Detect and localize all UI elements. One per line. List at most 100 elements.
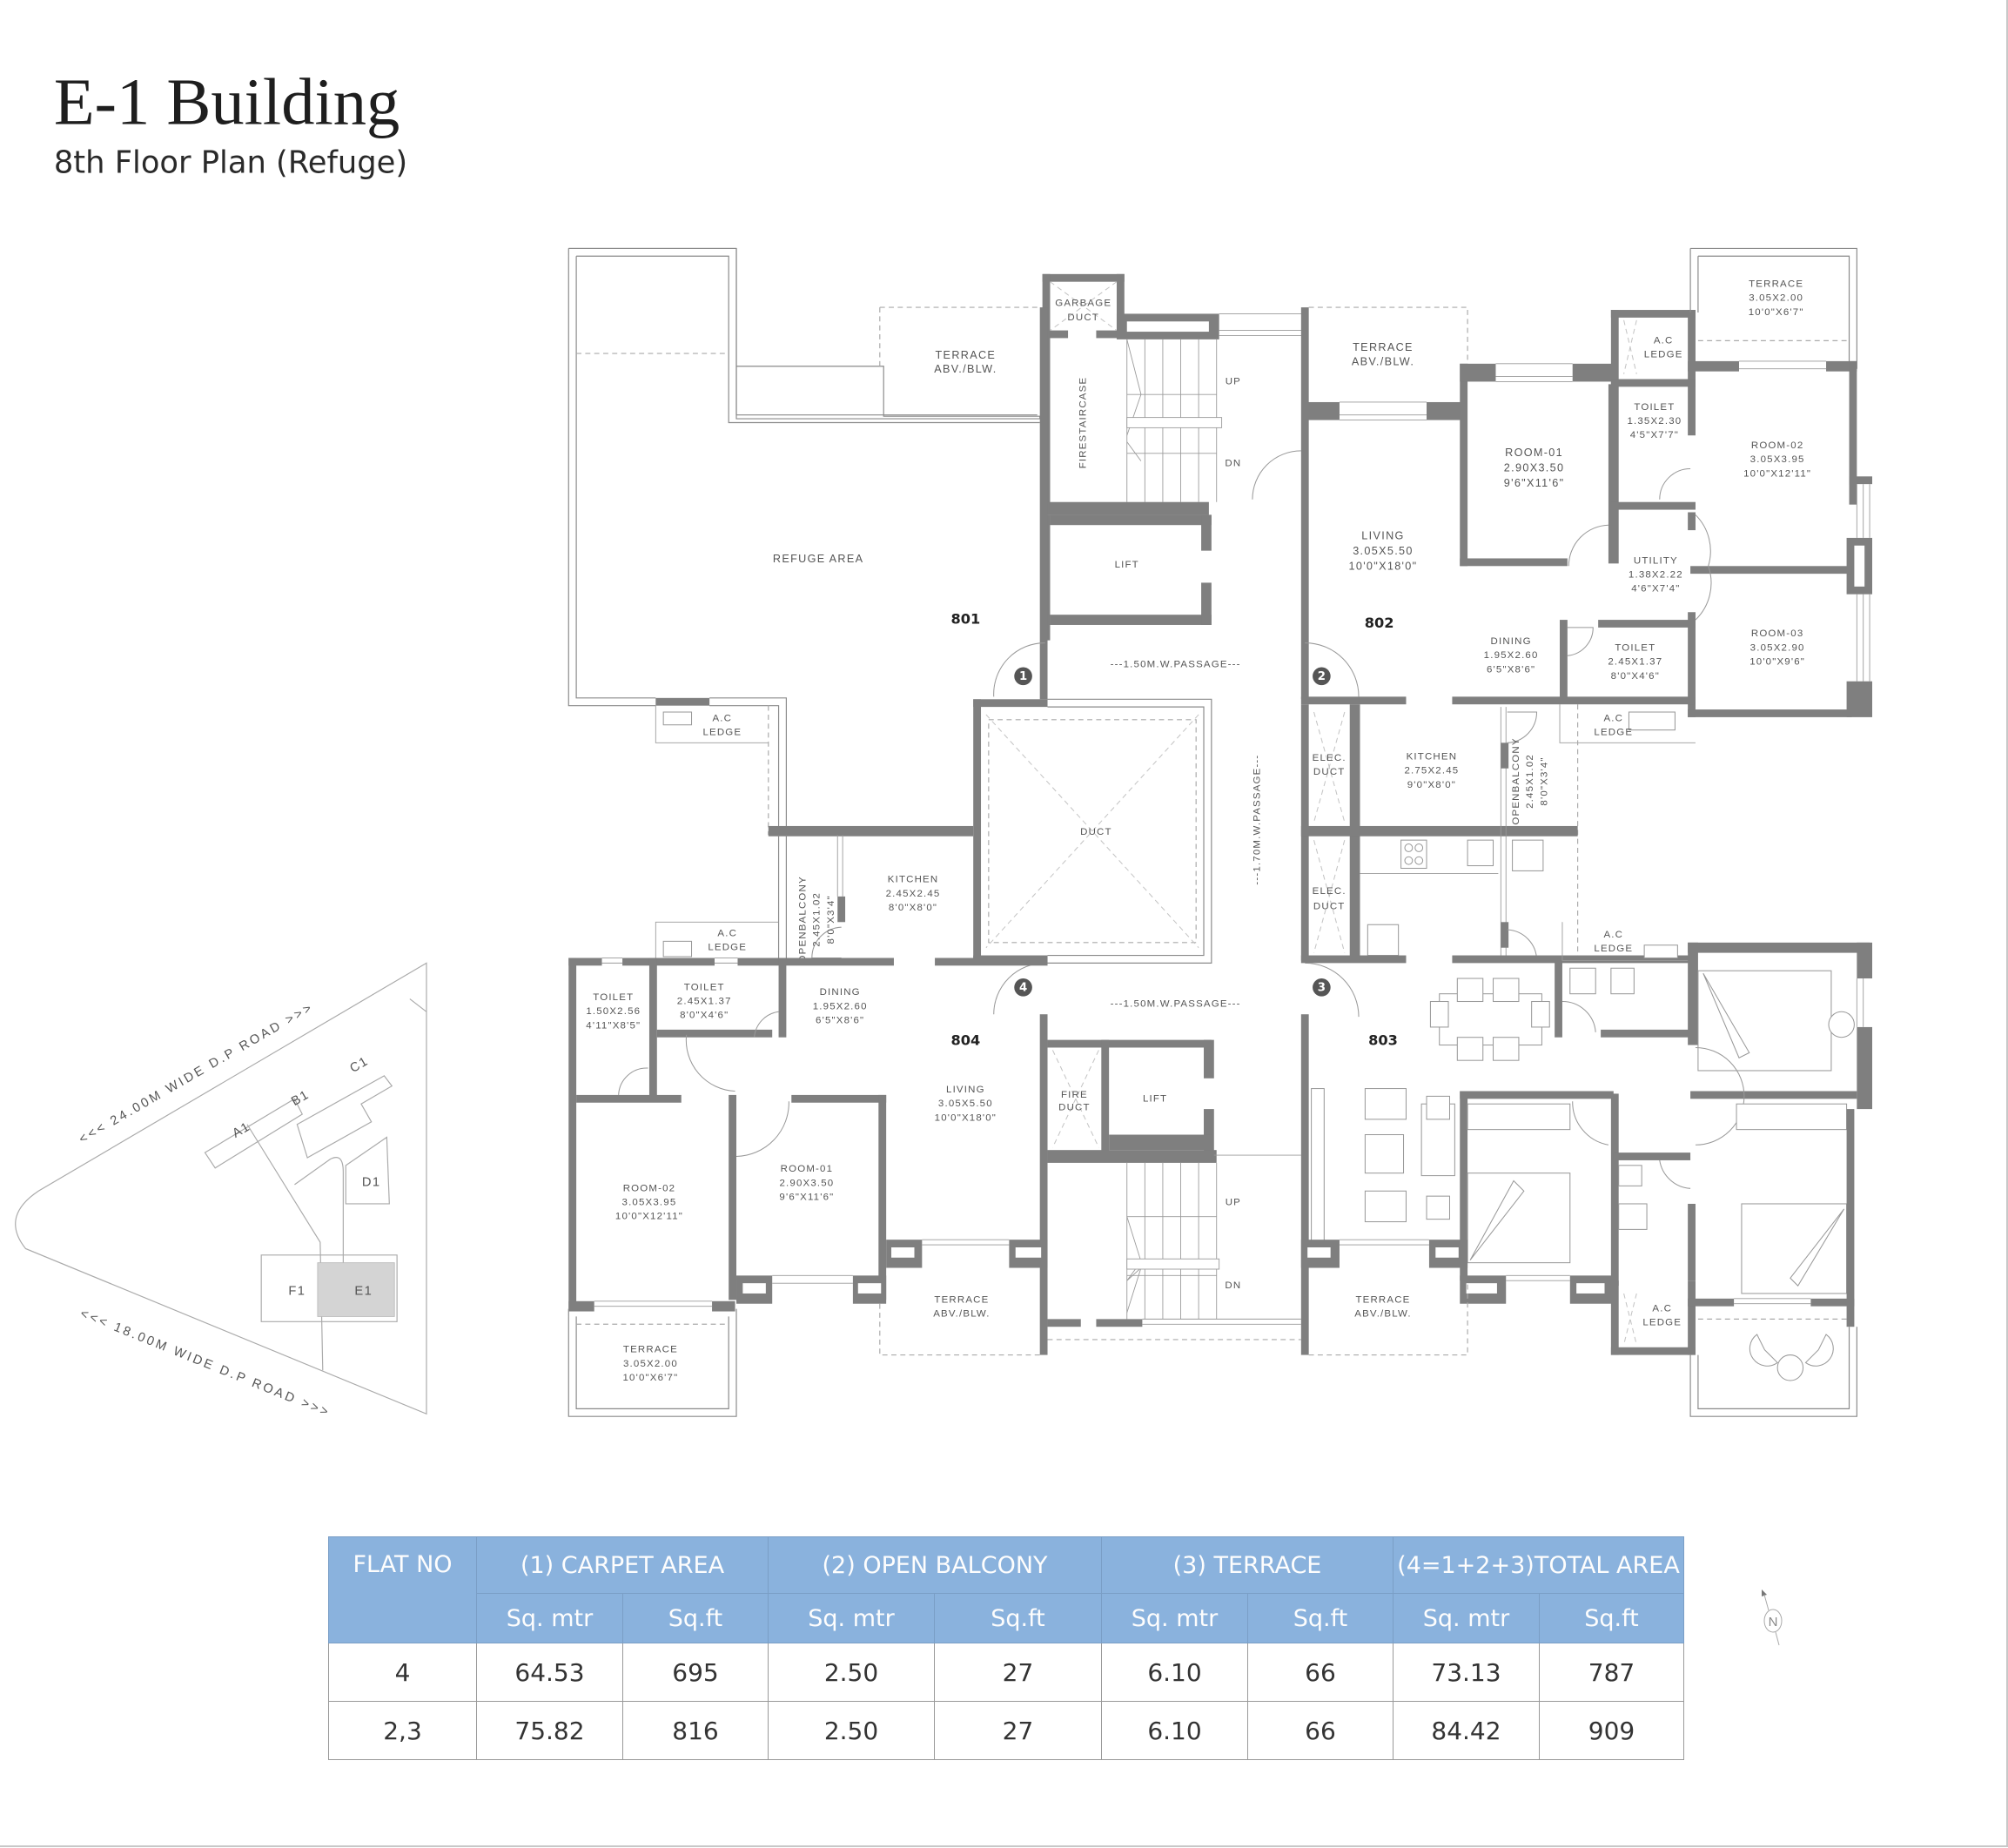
svg-text:10'0"X6'7": 10'0"X6'7" [1749, 307, 1804, 318]
svg-text:8'0"X4'6": 8'0"X4'6" [680, 1011, 729, 1021]
entrance-badge-4 [1014, 978, 1032, 997]
svg-text:LEDGE: LEDGE [702, 727, 742, 737]
svg-text:8'0"X3'4": 8'0"X3'4" [1539, 756, 1549, 805]
svg-text:3.05X2.90: 3.05X2.90 [1750, 642, 1805, 653]
svg-text:A.C: A.C [1603, 930, 1623, 940]
svg-text:N: N [1769, 1615, 1778, 1630]
svg-text:6'5"X8'6": 6'5"X8'6" [1487, 664, 1535, 675]
svg-text:9'6"X11'6": 9'6"X11'6" [1504, 477, 1565, 489]
lift-label-top: LIFT [1115, 560, 1139, 570]
entrance-badge-2 [1313, 667, 1331, 686]
cell-terrace-sqft: 66 [1247, 1701, 1394, 1760]
svg-text:C1: C1 [348, 1054, 372, 1076]
svg-text:OPENBALCONY: OPENBALCONY [797, 876, 808, 963]
svg-text:2.45X1.02: 2.45X1.02 [812, 892, 823, 947]
svg-text:LEDGE: LEDGE [1594, 727, 1633, 737]
unit-header: Sq. mtr [768, 1593, 935, 1643]
svg-text:3.05X2.00: 3.05X2.00 [1749, 293, 1803, 304]
svg-text:ROOM-03: ROOM-03 [1751, 628, 1804, 639]
duct-label: DUCT [1080, 827, 1112, 837]
svg-text:TOILET: TOILET [1615, 642, 1655, 653]
unit-header: Sq. mtr [1101, 1593, 1248, 1643]
svg-text:10'0"X18'0": 10'0"X18'0" [1348, 561, 1417, 573]
svg-text:9'0"X8'0": 9'0"X8'0" [1407, 780, 1456, 790]
svg-text:10'0"X6'7": 10'0"X6'7" [623, 1373, 679, 1383]
key-plan: A1 B1 C1 D1 F1 E1 <<< 24.00M WIDE D.P RO… [15, 962, 427, 1421]
flat-804: OPENBALCONY 2.45X1.02 8'0"X3'4" KITCHEN … [567, 825, 1048, 1417]
svg-text:9'6"X11'6": 9'6"X11'6" [779, 1193, 834, 1203]
svg-text:D1: D1 [362, 1175, 381, 1189]
svg-text:UP: UP [1226, 1197, 1241, 1207]
lift-label-bottom: LIFT [1143, 1093, 1167, 1104]
svg-text:2: 2 [1318, 670, 1326, 683]
svg-text:LEDGE: LEDGE [708, 943, 747, 953]
header-flat-no: FLAT NO [328, 1536, 477, 1643]
cell-balcony-sqm: 2.50 [768, 1701, 935, 1760]
table-row: 4 64.53 695 2.50 27 6.10 66 73.13 787 [328, 1643, 1684, 1702]
header-open-balcony: (2) OPEN BALCONY [768, 1536, 1102, 1594]
svg-text:ROOM-02: ROOM-02 [623, 1183, 676, 1193]
svg-text:TERRACE: TERRACE [1355, 1294, 1410, 1305]
svg-text:LIVING: LIVING [946, 1085, 985, 1095]
cell-balcony-sqm: 2.50 [768, 1643, 935, 1702]
svg-text:B1: B1 [289, 1088, 312, 1109]
dining-table-furniture [1429, 978, 1550, 1061]
cell-balcony-sqft: 27 [934, 1643, 1102, 1702]
svg-text:4'11"X8'5": 4'11"X8'5" [586, 1020, 641, 1031]
svg-text:ROOM-01: ROOM-01 [781, 1164, 834, 1174]
svg-text:10'0"X18'0": 10'0"X18'0" [935, 1112, 997, 1123]
header-terrace: (3) TERRACE [1101, 1536, 1394, 1594]
page-subtitle: 8th Floor Plan (Refuge) [54, 145, 407, 181]
passage-label-top: ---1.50M.W.PASSAGE--- [1111, 660, 1241, 670]
unit-header: Sq. mtr [1393, 1593, 1540, 1643]
cell-total-sqft: 909 [1539, 1701, 1684, 1760]
cell-total-sqft: 787 [1539, 1643, 1684, 1702]
svg-text:3.05X2.00: 3.05X2.00 [623, 1359, 678, 1369]
entrance-badge-1 [1014, 667, 1032, 686]
svg-text:10'0"X9'6": 10'0"X9'6" [1749, 657, 1805, 668]
svg-text:UTILITY: UTILITY [1634, 555, 1678, 566]
svg-text:DUCT: DUCT [1313, 902, 1346, 912]
svg-text:10'0"X12'11": 10'0"X12'11" [1743, 468, 1811, 479]
svg-text:ROOM-01: ROOM-01 [1505, 447, 1563, 459]
svg-text:2.45X1.37: 2.45X1.37 [677, 996, 732, 1006]
passage-label-bottom: ---1.50M.W.PASSAGE--- [1111, 998, 1241, 1009]
cell-carpet-sqft: 695 [622, 1643, 769, 1702]
svg-text:ABV./BLW.: ABV./BLW. [1352, 355, 1414, 367]
svg-text:TERRACE: TERRACE [936, 349, 997, 361]
svg-text:ABV./BLW.: ABV./BLW. [933, 1308, 990, 1319]
living-furniture [1311, 1088, 1455, 1243]
svg-text:DN: DN [1225, 1280, 1241, 1291]
flat-801: TERRACE ABV./BLW. REFUGE AREA 801 A.C LE… [567, 247, 1041, 836]
cell-terrace-sqft: 66 [1247, 1643, 1394, 1702]
cell-carpet-sqft: 816 [622, 1701, 769, 1760]
svg-text:LEDGE: LEDGE [1644, 349, 1683, 360]
header-total-area: (4=1+2+3)TOTAL AREA [1393, 1536, 1684, 1594]
svg-text:1.38X2.22: 1.38X2.22 [1629, 570, 1683, 581]
svg-text:2.45X1.02: 2.45X1.02 [1525, 754, 1535, 809]
flat-802: TERRACE ABV./BLW. LIVING 3.05X5.50 10'0"… [1300, 247, 1873, 961]
svg-text:DUCT: DUCT [1058, 1103, 1091, 1113]
flat-number-802: 802 [1365, 615, 1394, 631]
svg-text:LEDGE: LEDGE [1594, 944, 1633, 954]
svg-text:ELEC.: ELEC. [1313, 886, 1347, 897]
svg-text:1: 1 [1019, 670, 1027, 683]
svg-text:8'0"X8'0": 8'0"X8'0" [889, 903, 937, 913]
flat-number-801: 801 [950, 610, 980, 627]
road-label-north: <<< 24.00M WIDE D.P ROAD >>> [77, 1000, 316, 1146]
unit-header: Sq.ft [622, 1593, 769, 1643]
cell-flat-no: 4 [328, 1643, 477, 1702]
svg-text:3: 3 [1318, 982, 1326, 995]
svg-text:4'6"X7'4": 4'6"X7'4" [1631, 584, 1680, 595]
fire-duct-label: FIRE [1061, 1090, 1088, 1100]
area-table: FLAT NO (1) CARPET AREA (2) OPEN BALCONY… [328, 1536, 1684, 1760]
svg-text:2.90X3.50: 2.90X3.50 [779, 1178, 834, 1188]
flat-number-804: 804 [950, 1032, 980, 1049]
unit-header: Sq. mtr [476, 1593, 623, 1643]
svg-text:F1: F1 [288, 1284, 306, 1298]
svg-text:2.45X1.37: 2.45X1.37 [1608, 657, 1662, 668]
refuge-area-label: REFUGE AREA [773, 553, 863, 565]
svg-text:TERRACE: TERRACE [934, 1294, 989, 1305]
